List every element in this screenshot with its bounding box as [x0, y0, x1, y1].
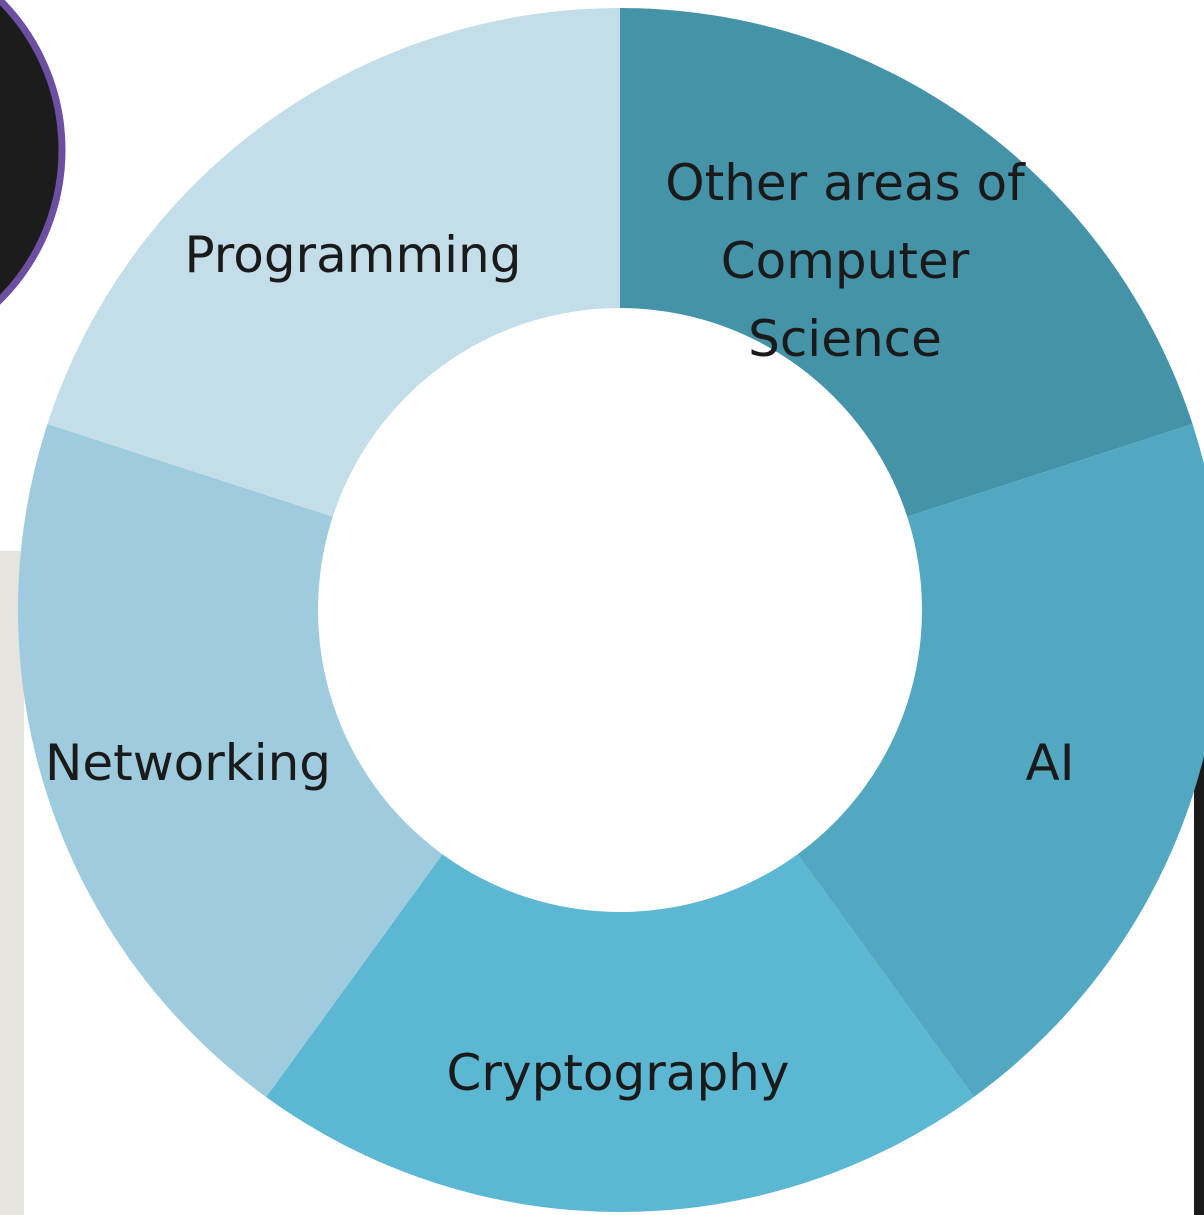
left-document-photo	[0, 551, 24, 1215]
slice-label-programming: Programming	[185, 226, 522, 284]
patch-emblem-photo	[0, 0, 66, 305]
donut-slice-cryptography	[266, 854, 974, 1212]
donut-slice-networking	[17, 423, 443, 1098]
right-dark-photo	[1194, 578, 1204, 1215]
slice-label-networking: Networking	[45, 734, 331, 792]
slice-label-cryptography: Cryptography	[447, 1044, 790, 1102]
slice-label-ai: AI	[1026, 734, 1075, 792]
donut-slice-other-areas-of-computer-science	[620, 8, 1193, 517]
donut-segments	[17, 8, 1204, 1212]
donut-slice-ai	[797, 423, 1204, 1098]
donut-slice-programming	[47, 8, 620, 517]
